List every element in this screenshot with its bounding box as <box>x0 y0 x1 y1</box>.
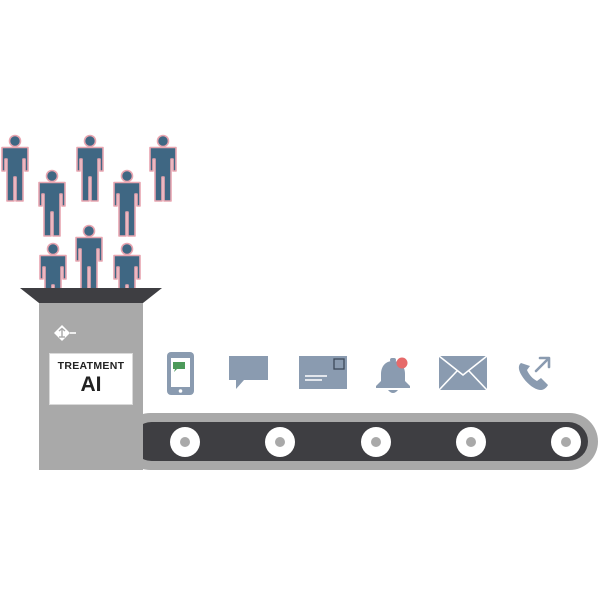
roller <box>170 427 200 457</box>
label-ai: AI <box>80 373 102 396</box>
person-icon <box>113 169 141 237</box>
roller <box>456 427 486 457</box>
roller <box>265 427 295 457</box>
machine-hopper <box>20 288 162 303</box>
label-treatment: TREATMENT <box>57 360 125 372</box>
belt-track <box>132 422 588 461</box>
belt-rollers <box>170 427 581 457</box>
mail-letter-icon <box>299 356 347 389</box>
person-icon <box>76 134 104 202</box>
conveyor-belt <box>122 413 598 470</box>
treatment-ai-label: TREATMENT AI <box>50 354 132 404</box>
people-crowd <box>1 134 177 310</box>
roller <box>551 427 581 457</box>
envelope-icon <box>438 355 488 391</box>
ai-chip-icon <box>54 325 76 341</box>
notification-bell-icon <box>376 357 410 393</box>
person-icon <box>149 134 177 202</box>
person-icon <box>38 169 66 237</box>
smartphone-icon <box>167 352 194 395</box>
phone-call-icon <box>518 356 551 390</box>
chat-bubble-icon <box>229 356 268 389</box>
person-icon <box>75 224 103 292</box>
person-icon <box>1 134 29 202</box>
roller <box>361 427 391 457</box>
channel-icons <box>167 352 551 395</box>
